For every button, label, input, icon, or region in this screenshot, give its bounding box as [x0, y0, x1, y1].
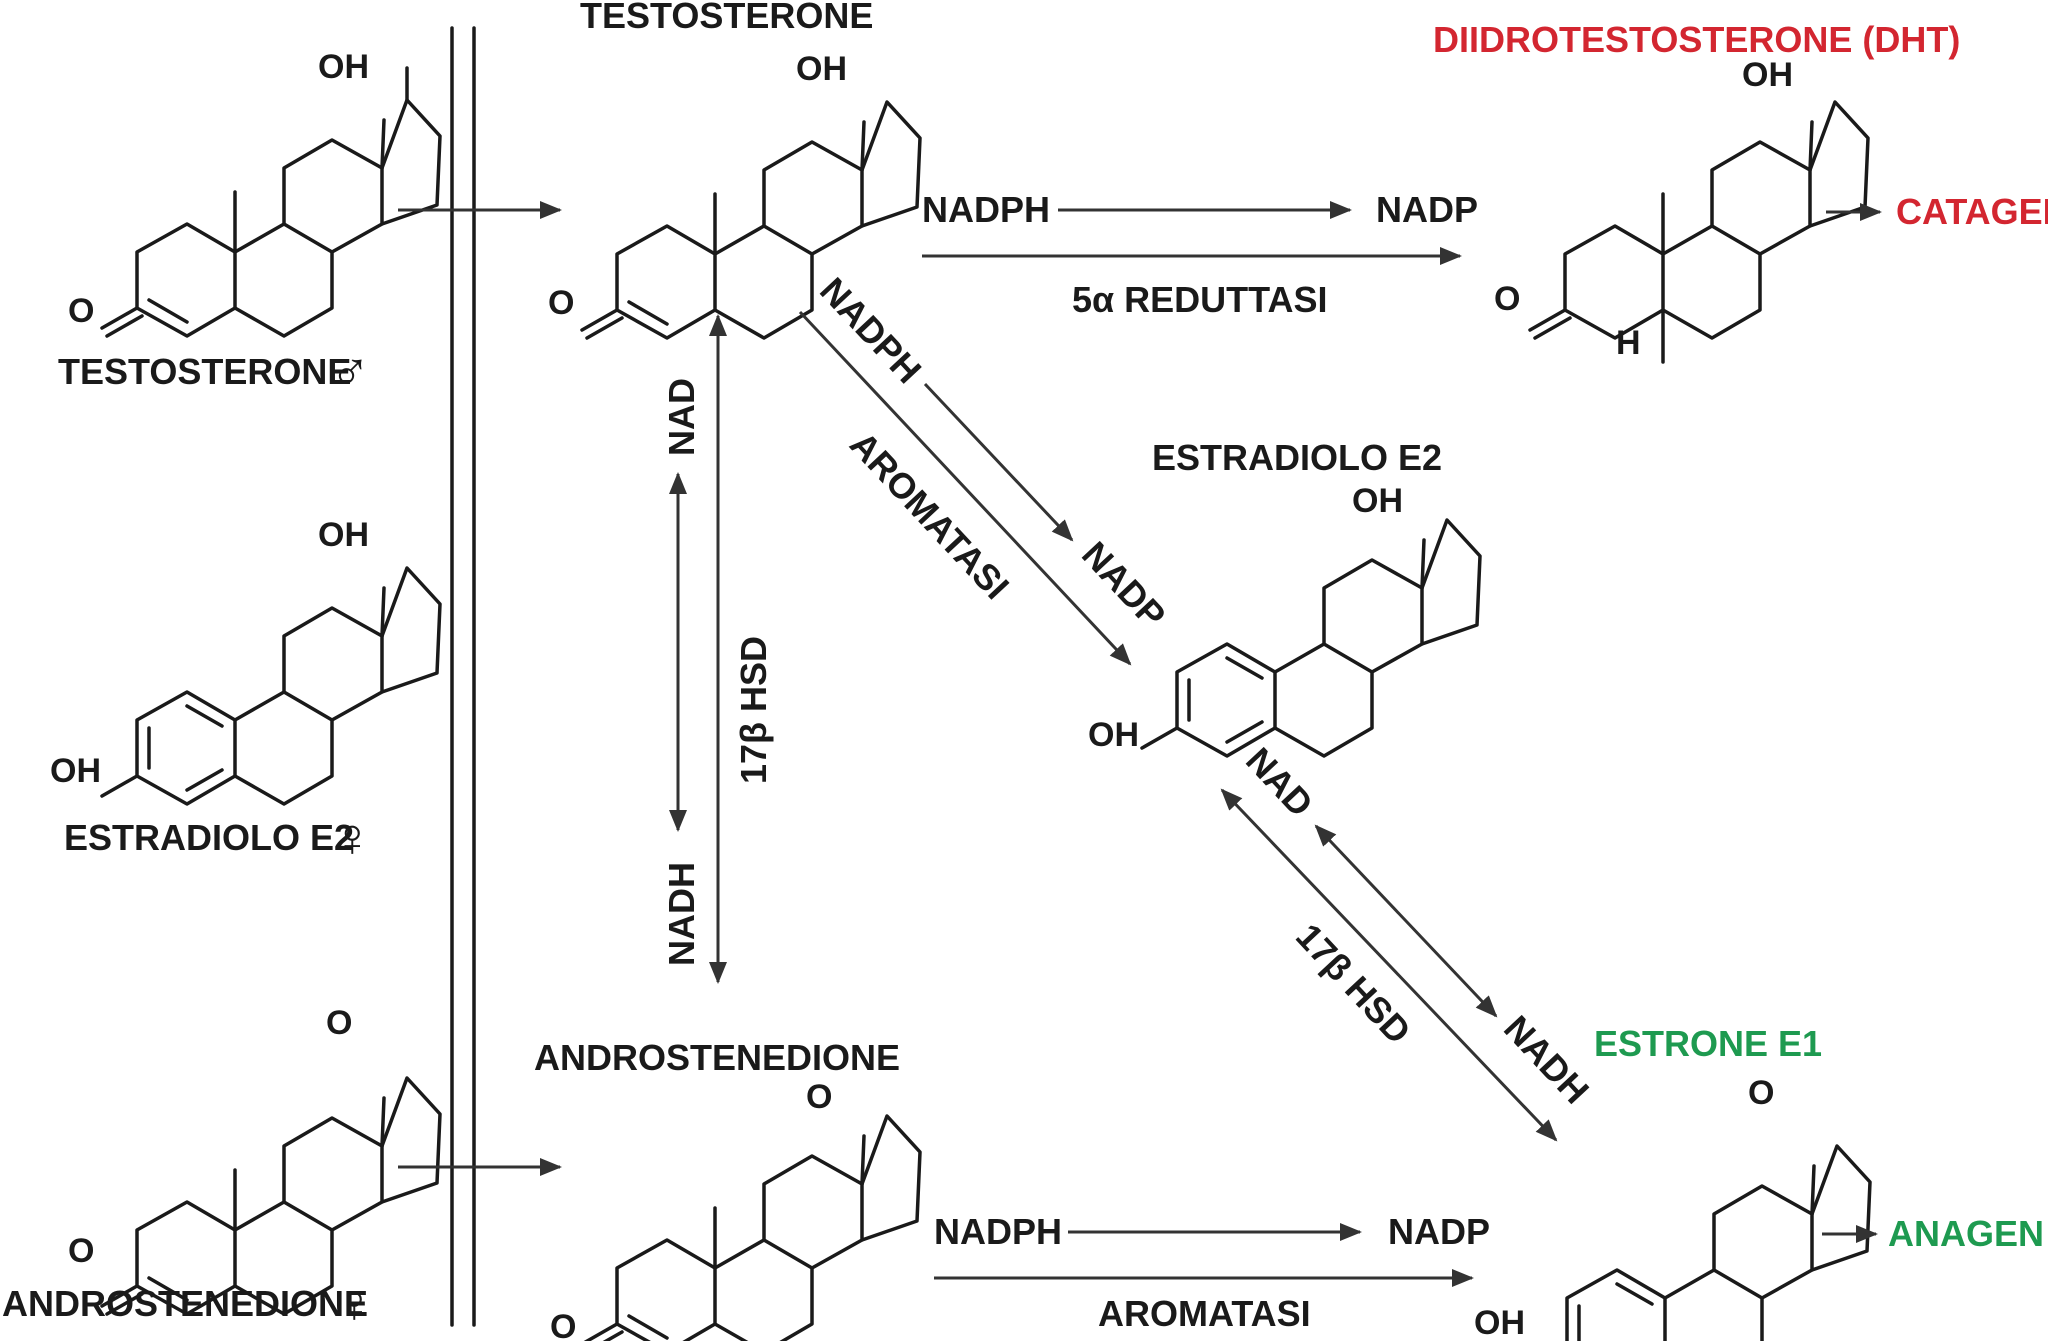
left-estradiol-label: ESTRADIOLO E2	[64, 817, 354, 858]
cofactor-nadp: NADP	[1376, 189, 1478, 230]
outcome-anagen: ANAGEN	[1888, 1213, 2044, 1254]
main-arrow	[798, 310, 1132, 666]
cofactor-nadph: NADPH	[922, 189, 1050, 230]
left-estradiol: OH OH ESTRADIOLO E2 ♀	[50, 516, 442, 868]
atom-o: O	[550, 1308, 576, 1341]
reaction-estradiol-estrone: NAD NADH 17β HSD	[1220, 739, 1597, 1142]
androstenedione-label: ANDROSTENEDIONE	[534, 1037, 900, 1078]
cofactor-nadh: NADH	[1496, 1007, 1597, 1111]
atom-oh: OH	[318, 48, 369, 86]
left-testosterone: OH O TESTOSTERONE ♂	[58, 48, 442, 402]
atom-oh: OH	[50, 752, 101, 790]
atom-oh: OH	[1088, 716, 1139, 754]
female-symbol-icon: ♀	[332, 808, 373, 868]
atom-h: H	[1616, 324, 1641, 362]
atom-oh: OH	[1352, 482, 1403, 520]
cofactor-nad: NAD	[1238, 739, 1321, 824]
estradiol-label: ESTRADIOLO E2	[1152, 437, 1442, 478]
main-arrow	[1220, 788, 1558, 1142]
atom-oh: OH	[1474, 1304, 1525, 1341]
atom-oh: OH	[318, 516, 369, 554]
cofactor-nadh: NADH	[661, 862, 702, 966]
cofactor-nad: NAD	[661, 378, 702, 456]
testosterone-label: TESTOSTERONE	[580, 0, 873, 36]
cofactor-nadph: NADPH	[812, 269, 929, 391]
enzyme-17b-hsd: 17β HSD	[1288, 915, 1419, 1051]
female-symbol-icon: ♀	[334, 1274, 375, 1334]
atom-o: O	[1494, 280, 1520, 318]
reaction-to-estrone: NADPH NADP AROMATASI	[934, 1211, 1490, 1334]
left-testosterone-label: TESTOSTERONE	[58, 351, 351, 392]
cofactor-arrow	[923, 382, 1074, 542]
node-dht: DIIDROTESTOSTERONE (DHT) OH O H	[1433, 19, 1960, 364]
enzyme-17b-hsd: 17β HSD	[733, 636, 774, 784]
cofactor-nadp: NADP	[1388, 1211, 1490, 1252]
node-estrone: ESTRONE E1 O OH	[1474, 1023, 1872, 1341]
male-symbol-icon: ♂	[330, 342, 371, 402]
left-androstenedione-label: ANDROSTENEDIONE	[2, 1283, 368, 1324]
cofactor-nadph: NADPH	[934, 1211, 1062, 1252]
reaction-to-dht: NADPH NADP 5α REDUTTASI	[922, 189, 1478, 320]
atom-oh: OH	[796, 50, 847, 88]
node-androstenedione: ANDROSTENEDIONE O O	[534, 1037, 922, 1341]
atom-o: O	[806, 1078, 832, 1116]
atom-o: O	[68, 292, 94, 330]
node-testosterone: TESTOSTERONE OH O	[548, 0, 922, 340]
atom-o: O	[68, 1232, 94, 1270]
atom-o: O	[548, 284, 574, 322]
cofactor-arrow	[1314, 824, 1498, 1018]
enzyme-aromatasi: AROMATASI	[1098, 1293, 1311, 1334]
node-estradiol: ESTRADIOLO E2 OH OH	[1088, 437, 1482, 758]
reaction-testo-andro: NAD NADH 17β HSD	[661, 314, 774, 984]
atom-o: O	[1748, 1074, 1774, 1112]
reaction-to-estradiol: NADPH NADP AROMATASI	[798, 269, 1174, 666]
estrone-label: ESTRONE E1	[1594, 1023, 1822, 1064]
atom-oh: OH	[1742, 56, 1793, 94]
left-androstenedione: O O ANDROSTENEDIONE ♀	[2, 1004, 442, 1334]
enzyme-5a-reduttasi: 5α REDUTTASI	[1072, 279, 1327, 320]
atom-o: O	[326, 1004, 352, 1042]
dht-label: DIIDROTESTOSTERONE (DHT)	[1433, 19, 1960, 60]
